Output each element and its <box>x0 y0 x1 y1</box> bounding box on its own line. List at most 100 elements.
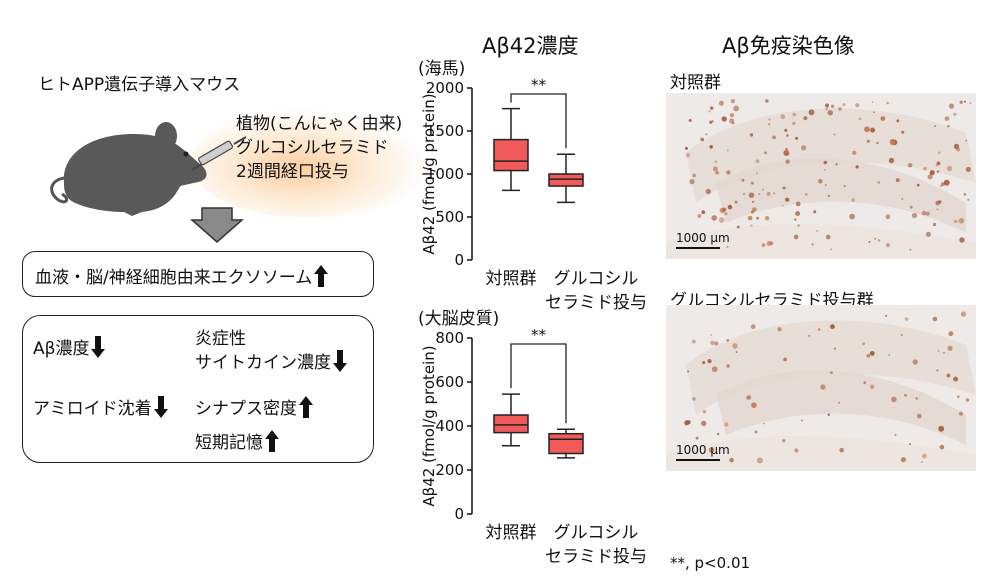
mouse-eye <box>183 151 189 157</box>
plaque-stain <box>708 110 711 113</box>
significance-stars: ** <box>531 326 547 344</box>
y-tick-label: 2000 <box>426 79 464 97</box>
box-iqr <box>493 138 529 172</box>
plaque-stain <box>935 200 941 206</box>
plaque-stain <box>816 229 819 232</box>
plaque-stain <box>933 222 937 227</box>
plaque-stain <box>959 100 963 104</box>
plaque-stain <box>795 201 801 207</box>
control-micrograph: 1000 μm <box>666 93 976 259</box>
plaque-stain <box>700 137 705 142</box>
exosome-outcome-box: 血液・脳/神経細胞由来エクソソーム <box>22 251 374 297</box>
plaque-stain <box>909 205 913 209</box>
plaque-stain <box>727 204 733 210</box>
plaque-stain <box>900 334 903 336</box>
treated-micrograph: 1000 μm <box>666 305 976 471</box>
plaque-stain <box>842 103 846 107</box>
plaque-stain <box>784 128 788 132</box>
mouse-illustration <box>50 122 247 216</box>
plaque-stain <box>692 397 696 401</box>
plaque-stain <box>943 179 950 186</box>
tissue-band <box>686 320 976 415</box>
plaque-stain <box>827 194 830 197</box>
plaque-stain <box>839 447 844 453</box>
plaque-stain <box>958 218 965 224</box>
plaque-stain <box>726 339 729 342</box>
plaque-stain <box>941 182 945 186</box>
plaque-stain <box>741 178 745 182</box>
plaque-stain <box>733 105 740 112</box>
plaque-stain <box>707 359 712 364</box>
plaque-stain <box>712 120 714 122</box>
plaque-stain <box>803 116 808 121</box>
plaque-stain <box>684 420 690 426</box>
plaque-stain <box>901 197 904 200</box>
plaque-stain <box>685 146 688 150</box>
plaque-stain <box>936 369 939 372</box>
x-category-label: 対照群 <box>486 523 537 543</box>
plaque-stain <box>785 159 790 164</box>
plaque-stain <box>877 239 881 242</box>
plaque-stain <box>895 178 900 183</box>
plaque-stain <box>858 117 862 121</box>
plaque-stain <box>927 174 933 180</box>
plaque-stain <box>765 99 769 103</box>
plaque-stain <box>801 419 803 422</box>
down-arrow-icon <box>333 350 347 372</box>
plaque-stain <box>711 366 718 373</box>
plaque-stain <box>747 215 753 221</box>
plaque-stain <box>891 396 897 403</box>
plaque-stain <box>717 432 720 436</box>
plaque-stain <box>953 143 960 150</box>
plaque-stain <box>911 212 918 219</box>
plaque-stain <box>855 165 859 169</box>
plaque-stain <box>864 126 870 133</box>
plaque-stain <box>755 172 758 175</box>
plaque-stain <box>921 461 923 463</box>
plaque-stain <box>701 210 706 214</box>
y-axis-label: Aβ42 (fmol/g protein) <box>420 345 438 506</box>
plaque-stain <box>876 141 879 145</box>
plaque-stain <box>750 210 754 214</box>
plaque-stain <box>863 381 867 385</box>
plaque-stain <box>904 393 907 397</box>
plaque-stain <box>869 384 875 389</box>
plaque-stain <box>824 184 827 187</box>
plaque-stain <box>935 164 938 167</box>
plaque-stain <box>729 118 735 124</box>
plaque-stain <box>936 170 940 173</box>
plaque-stain <box>764 216 770 221</box>
plaque-stain <box>827 413 830 416</box>
plaque-stain <box>947 125 950 128</box>
plaque-stain <box>953 219 958 224</box>
plaque-stain <box>884 314 888 317</box>
outcome-abeta-text: Aβ濃度 <box>33 339 90 359</box>
plaque-stain <box>929 170 935 176</box>
outcome-memory-text: 短期記憶 <box>195 433 263 453</box>
plaque-stain <box>794 218 797 221</box>
plaque-stain <box>946 373 951 378</box>
plaque-stain <box>714 341 719 346</box>
significance-bracket <box>510 93 567 149</box>
plaque-stain <box>916 183 920 187</box>
plaque-stain <box>948 331 954 337</box>
plaque-stain <box>967 198 970 201</box>
plaque-stain <box>768 123 771 126</box>
mouse-ear <box>155 122 177 150</box>
plaque-stain <box>808 334 811 337</box>
plaque-stain <box>894 433 897 437</box>
plaque-stain <box>871 101 874 103</box>
down-arrow-icon <box>91 336 106 358</box>
plaque-stain <box>965 139 968 142</box>
exosome-outcome-label: 血液・脳/神経細胞由来エクソソーム <box>35 263 329 288</box>
plaque-stain <box>953 112 957 116</box>
plaque-stain <box>804 193 808 196</box>
plaque-stain <box>732 343 738 349</box>
plaque-stain <box>959 237 965 243</box>
treatment-line: グルコシルセラミド <box>236 138 389 158</box>
plaque-stain <box>783 357 787 362</box>
images-title: Aβ免疫染色像 <box>722 34 855 58</box>
x-category-label: セラミド投与 <box>545 293 647 313</box>
plaque-stain <box>734 200 738 204</box>
